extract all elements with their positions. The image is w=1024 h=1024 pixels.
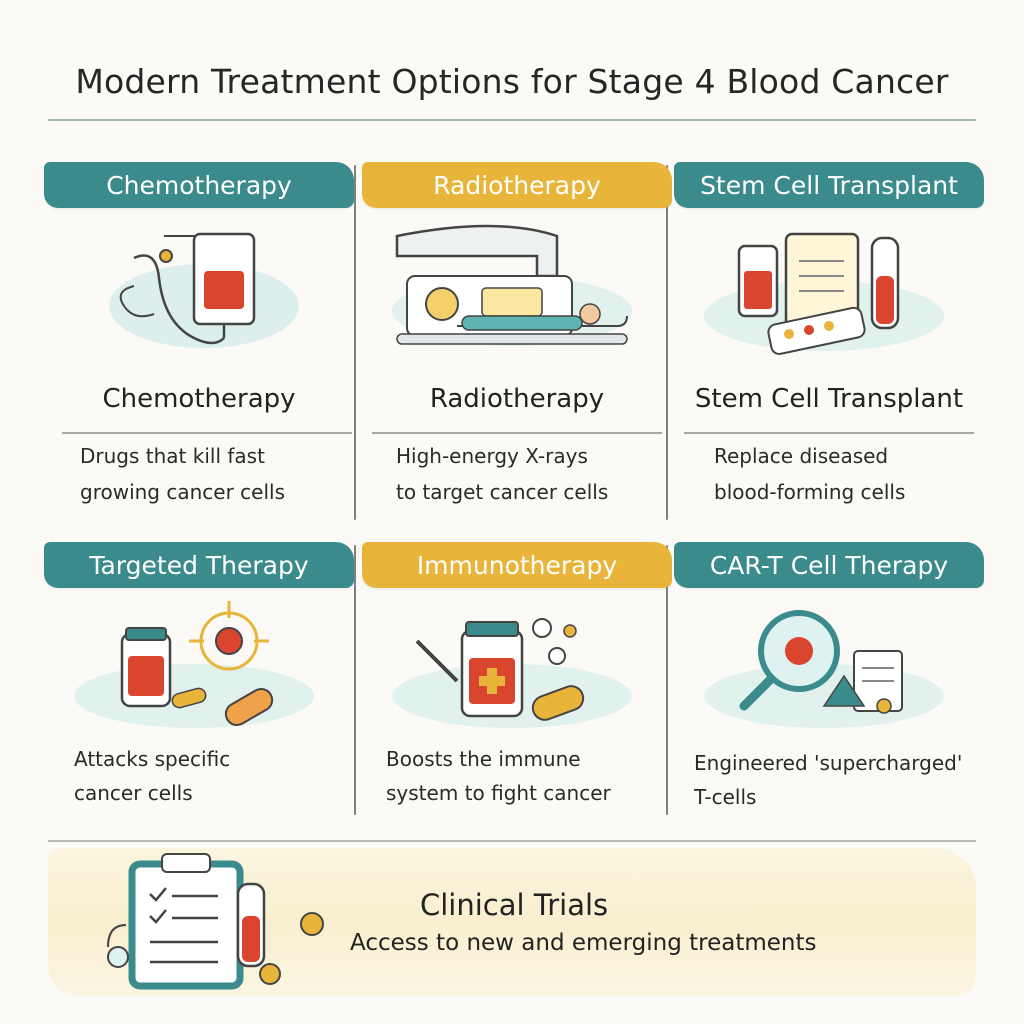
- medicine-bottle-icon: [392, 618, 632, 728]
- banner-car-t-cell-therapy: CAR-T Cell Therapy: [674, 542, 984, 588]
- banner-stem-cell-transplant: Stem Cell Transplant: [674, 162, 984, 208]
- card-stem-cell-transplant: Stem Cell Transplant Stem Cell Transplan…: [674, 162, 984, 522]
- banner-radiotherapy: Radiotherapy: [362, 162, 672, 208]
- subtitle-chemotherapy: Chemotherapy: [102, 384, 296, 414]
- banner-immunotherapy: Immunotherapy: [362, 542, 672, 588]
- desc-radiotherapy: High-energy X-rays to target cancer cell…: [396, 438, 608, 510]
- desc-line: Attacks specific: [74, 747, 231, 771]
- desc-line: blood-forming cells: [714, 480, 906, 504]
- card-car-t-cell-therapy: CAR-T Cell Therapy Engineered 'superchar…: [674, 542, 984, 822]
- banner-label: Immunotherapy: [416, 550, 618, 580]
- radiation-machine-icon: [392, 224, 632, 346]
- banner-label: Stem Cell Transplant: [700, 170, 958, 200]
- desc-line: T-cells: [694, 785, 757, 809]
- banner-chemotherapy: Chemotherapy: [44, 162, 354, 208]
- desc-line: Replace diseased: [714, 444, 889, 468]
- banner-targeted-therapy: Targeted Therapy: [44, 542, 354, 588]
- desc-chemotherapy: Drugs that kill fast growing cancer cell…: [80, 438, 285, 510]
- column-divider: [354, 165, 356, 520]
- subtitle-rule: [62, 432, 352, 434]
- card-targeted-therapy: Targeted Therapy Attacks specific cancer…: [44, 542, 354, 822]
- target-pills-icon: [74, 601, 314, 728]
- column-divider: [354, 545, 356, 815]
- subtitle-radiotherapy: Radiotherapy: [429, 384, 605, 414]
- desc-line: system to fight cancer: [386, 781, 611, 805]
- clipboard-checklist-icon: [107, 853, 324, 990]
- card-radiotherapy: Radiotherapy Radiotherapy High-energy X-…: [362, 162, 672, 522]
- desc-line: growing cancer cells: [80, 480, 285, 504]
- clinical-trials-title: Clinical Trials: [420, 888, 609, 922]
- subtitle-rule: [684, 432, 974, 434]
- page-title: Modern Treatment Options for Stage 4 Blo…: [75, 62, 949, 101]
- banner-label: Targeted Therapy: [89, 550, 309, 580]
- desc-immunotherapy: Boosts the immune system to fight cancer: [386, 742, 611, 810]
- iv-drip-icon: [109, 232, 299, 348]
- banner-label: Radiotherapy: [433, 170, 601, 200]
- column-divider: [666, 165, 668, 520]
- desc-targeted-therapy: Attacks specific cancer cells: [74, 742, 230, 810]
- column-divider: [666, 545, 668, 815]
- clinical-trials-desc: Access to new and emerging treatments: [350, 930, 817, 956]
- desc-line: Drugs that kill fast: [80, 444, 265, 468]
- banner-label: Chemotherapy: [106, 170, 292, 200]
- desc-line: to target cancer cells: [396, 480, 609, 504]
- subtitle-rule: [372, 432, 662, 434]
- desc-line: Engineered 'supercharged': [694, 751, 963, 775]
- desc-line: cancer cells: [74, 781, 193, 805]
- title-underline: [48, 119, 976, 121]
- magnifier-cell-icon: [704, 610, 944, 728]
- section-divider: [48, 840, 976, 842]
- card-immunotherapy: Immunotherapy Boosts the immune system t…: [362, 542, 672, 822]
- desc-car-t-cell-therapy: Engineered 'supercharged' T-cells: [694, 746, 962, 814]
- desc-line: High-energy X-rays: [396, 444, 588, 468]
- clipboard-vials-icon: [704, 232, 944, 355]
- desc-stem-cell-transplant: Replace diseased blood-forming cells: [714, 438, 905, 510]
- card-chemotherapy: Chemotherapy Chemotherapy Drugs that kil…: [44, 162, 354, 522]
- banner-label: CAR-T Cell Therapy: [709, 550, 949, 580]
- desc-line: Boosts the immune: [386, 747, 581, 771]
- subtitle-stem-cell-transplant: Stem Cell Transplant: [694, 384, 964, 414]
